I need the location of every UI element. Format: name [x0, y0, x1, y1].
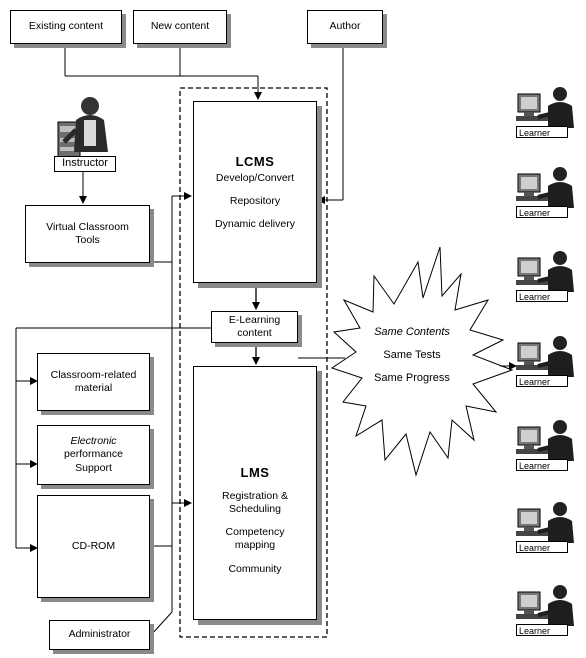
new-content-label: New content	[150, 20, 210, 33]
learner-label: Learner	[516, 459, 568, 471]
lcms-dynamic-delivery: Dynamic delivery	[215, 218, 295, 231]
classroom-material-box: Classroom-related material	[37, 353, 150, 411]
instructor-figure: Instructor	[50, 90, 120, 172]
learner-icon	[516, 251, 574, 292]
same-contents-text: Same Contents	[374, 326, 450, 338]
lms-community: Community	[228, 562, 282, 575]
learner-label: Learner	[516, 290, 568, 302]
author-label: Author	[329, 20, 361, 33]
learner-icon	[516, 420, 574, 461]
learner-icon	[516, 502, 574, 543]
eps-line2: performance Support	[64, 448, 123, 474]
author-box: Author	[307, 10, 383, 44]
elearning-content-box: E-Learning content	[211, 311, 298, 343]
eps-line1: Electronic	[70, 435, 117, 448]
elearning-content-label: E-Learning content	[228, 313, 281, 339]
instructor-icon	[57, 97, 108, 161]
system-boundary	[179, 87, 328, 638]
classroom-material-label: Classroom-related material	[50, 368, 137, 394]
lcms-develop-convert: Develop/Convert	[215, 172, 295, 184]
virtual-classroom-label: Virtual Classroom Tools	[46, 220, 129, 246]
same-contents-starburst	[330, 246, 514, 477]
learner-label: Learner	[516, 375, 568, 387]
lms-title: LMS	[240, 465, 270, 480]
instructor-label: Instructor	[54, 156, 116, 172]
learner-label: Learner	[516, 541, 568, 553]
learner-figure: Learner	[514, 164, 584, 222]
same-tests-text: Same Tests	[383, 349, 441, 361]
existing-content-box: Existing content	[10, 10, 122, 44]
lms-registration: Registration & Scheduling	[222, 490, 288, 516]
new-content-box: New content	[133, 10, 227, 44]
learner-figure: Learner	[514, 333, 584, 391]
existing-content-label: Existing content	[28, 20, 104, 33]
same-progress-text: Same Progress	[374, 372, 450, 384]
eps-box: Electronic performance Support	[37, 425, 150, 485]
learner-figure: Learner	[514, 84, 584, 142]
cdrom-box: CD-ROM	[37, 495, 150, 598]
lms-box: LMS Registration & Scheduling Competency…	[193, 366, 317, 620]
learner-icon	[516, 336, 574, 377]
cdrom-label: CD-ROM	[71, 539, 116, 552]
learner-icon	[516, 167, 574, 208]
lms-competency: Competency mapping	[225, 526, 285, 552]
lcms-repository: Repository	[229, 195, 281, 208]
learner-label: Learner	[516, 206, 568, 218]
learner-label: Learner	[516, 624, 568, 636]
learner-figure: Learner	[514, 417, 584, 475]
learner-figure: Learner	[514, 499, 584, 557]
lcms-title: LCMS	[235, 154, 275, 169]
learner-figure: Learner	[514, 248, 584, 306]
lcms-box: LCMS Develop/Convert Repository Dynamic …	[193, 101, 317, 283]
learner-icon	[516, 87, 574, 128]
learner-figure: Learner	[514, 582, 584, 640]
administrator-label: Administrator	[68, 628, 131, 641]
learner-label: Learner	[516, 126, 568, 138]
star-text: Same Contents Same Tests Same Progress	[352, 327, 472, 384]
administrator-box: Administrator	[49, 620, 150, 650]
learner-icon	[516, 585, 574, 626]
virtual-classroom-box: Virtual Classroom Tools	[25, 205, 150, 263]
